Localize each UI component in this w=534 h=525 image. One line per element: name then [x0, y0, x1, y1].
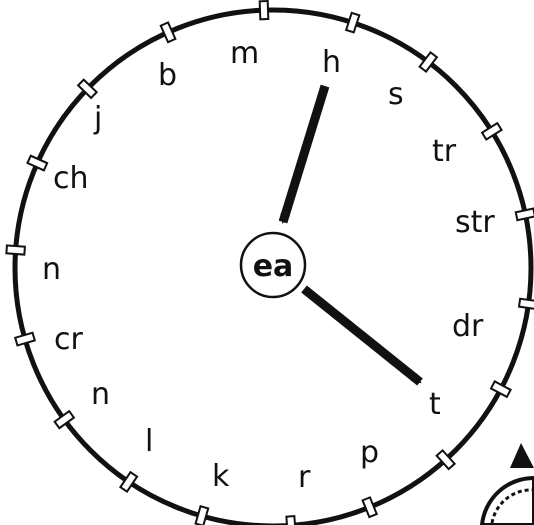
rim-notch: [6, 245, 25, 254]
letter-b: b: [158, 58, 177, 93]
rim-notch: [286, 516, 295, 525]
letter-cr: cr: [54, 322, 83, 357]
letter-t: t: [429, 387, 441, 422]
rim-notch: [196, 506, 209, 525]
rim-notch: [27, 156, 47, 171]
letter-m: m: [230, 36, 259, 71]
rim-notch: [161, 22, 176, 42]
letter-tr: tr: [432, 134, 457, 169]
letter-s: s: [388, 77, 404, 112]
letter-p: p: [360, 435, 379, 470]
letter-n-lower: n: [91, 377, 110, 412]
hand-arrow-lower: [304, 289, 420, 382]
letter-n-upper: n: [42, 252, 61, 287]
letter-k: k: [212, 459, 230, 494]
rim-notch: [346, 13, 359, 33]
corner-partial-wheel: [482, 443, 534, 525]
rim-notch: [15, 333, 35, 346]
rim-notch: [491, 381, 511, 397]
letter-dr: dr: [452, 309, 484, 344]
rim-notch: [363, 497, 377, 517]
center-label: ea: [253, 249, 294, 284]
hand-arrow-upper: [283, 86, 325, 222]
rim-notch: [482, 123, 502, 139]
letter-j: j: [93, 101, 102, 136]
rim-notch: [519, 299, 534, 309]
letter-str: str: [455, 205, 495, 240]
rim-notch: [260, 1, 269, 19]
rim-notch: [516, 209, 534, 221]
letter-h: h: [322, 45, 341, 80]
letter-l: l: [145, 424, 153, 459]
letter-ch: ch: [53, 161, 89, 196]
letter-r: r: [298, 460, 311, 495]
